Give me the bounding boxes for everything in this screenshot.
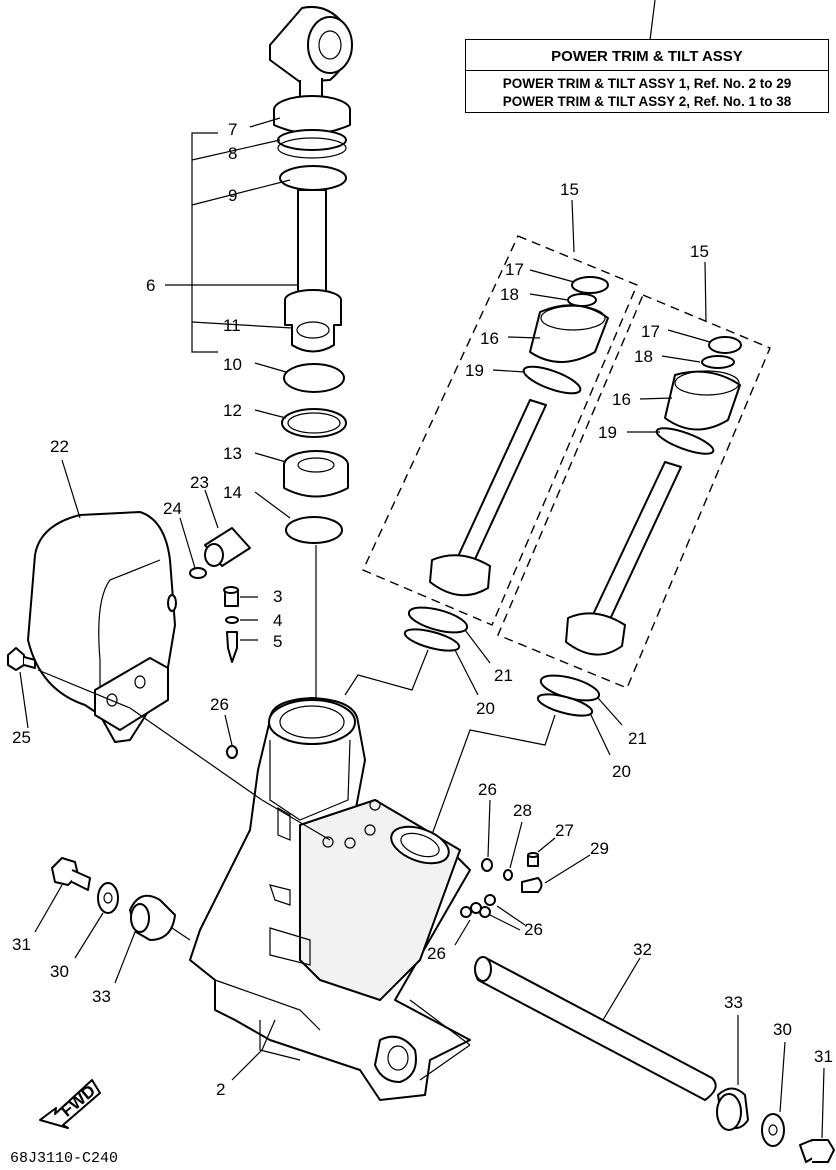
callout-19-b: 19 (598, 423, 617, 442)
callout-24: 24 (163, 499, 182, 518)
callout-18-a: 18 (500, 285, 519, 304)
trim-cylinder-left (362, 235, 638, 626)
callout-7: 7 (228, 120, 237, 139)
callout-27: 27 (555, 821, 574, 840)
callout-30-b: 30 (773, 1020, 792, 1039)
assembly-divider (466, 70, 828, 71)
callout-17-a: 17 (505, 260, 524, 279)
callout-8: 8 (228, 144, 237, 163)
drawing-code: 68J3110-C240 (10, 1150, 118, 1167)
callout-16-b: 16 (612, 390, 631, 409)
callout-26-b: 26 (478, 780, 497, 799)
callout-20-b: 20 (612, 762, 631, 781)
trim-rings (344, 606, 623, 841)
callout-10: 10 (223, 355, 242, 374)
callout-14: 14 (223, 483, 242, 502)
callout-19-a: 19 (465, 361, 484, 380)
assembly-row-2: POWER TRIM & TILT ASSY 2, Ref. No. 1 to … (502, 94, 792, 109)
trim-cylinder-right (497, 294, 771, 689)
callout-21-a: 21 (494, 666, 513, 685)
callout-30-a: 30 (50, 962, 69, 981)
callout-21-b: 21 (628, 729, 647, 748)
leader-1 (649, 0, 656, 41)
callout-23: 23 (190, 473, 209, 492)
callout-9: 9 (228, 186, 237, 205)
callout-18-b: 18 (634, 347, 653, 366)
callout-5: 5 (273, 632, 282, 651)
callout-15-a: 15 (560, 180, 579, 199)
callout-26-c: 26 (524, 920, 543, 939)
callout-33-b: 33 (724, 993, 743, 1012)
ring-26-parts (224, 714, 591, 946)
callout-13: 13 (223, 444, 242, 463)
callout-20-a: 20 (476, 699, 495, 718)
motor-cover (27, 459, 177, 743)
callout-31-b: 31 (814, 1047, 833, 1066)
callout-labels: 7 8 9 6 11 10 12 13 14 22 23 24 3 4 5 25… (12, 120, 833, 1099)
callout-3: 3 (273, 587, 282, 606)
callout-26-d: 26 (427, 944, 446, 963)
callout-12: 12 (223, 401, 242, 420)
tilt-rod-assembly (165, 6, 353, 720)
callout-11: 11 (223, 316, 241, 335)
callout-6: 6 (146, 276, 155, 295)
callout-26-a: 26 (210, 695, 229, 714)
small-parts (7, 489, 258, 729)
callout-22: 22 (50, 437, 69, 456)
assembly-info-box: POWER TRIM & TILT ASSY POWER TRIM & TILT… (465, 39, 829, 113)
tilt-shaft (34, 857, 835, 1163)
callout-32: 32 (633, 940, 652, 959)
callout-17-b: 17 (641, 322, 660, 341)
callout-31-a: 31 (12, 935, 31, 954)
trim-leaders (492, 199, 711, 433)
main-housing (129, 697, 471, 1101)
callout-15-b: 15 (690, 242, 709, 261)
callout-16-a: 16 (480, 329, 499, 348)
assembly-title: POWER TRIM & TILT ASSY (551, 48, 743, 65)
callout-33-a: 33 (92, 987, 111, 1006)
callout-2: 2 (216, 1080, 225, 1099)
callout-25: 25 (12, 728, 31, 747)
assembly-row-1: POWER TRIM & TILT ASSY 1, Ref. No. 2 to … (502, 76, 792, 91)
fwd-arrow-icon: FWD (39, 1079, 101, 1129)
callout-28: 28 (513, 801, 532, 820)
callout-4: 4 (273, 611, 282, 630)
callout-29: 29 (590, 839, 609, 858)
